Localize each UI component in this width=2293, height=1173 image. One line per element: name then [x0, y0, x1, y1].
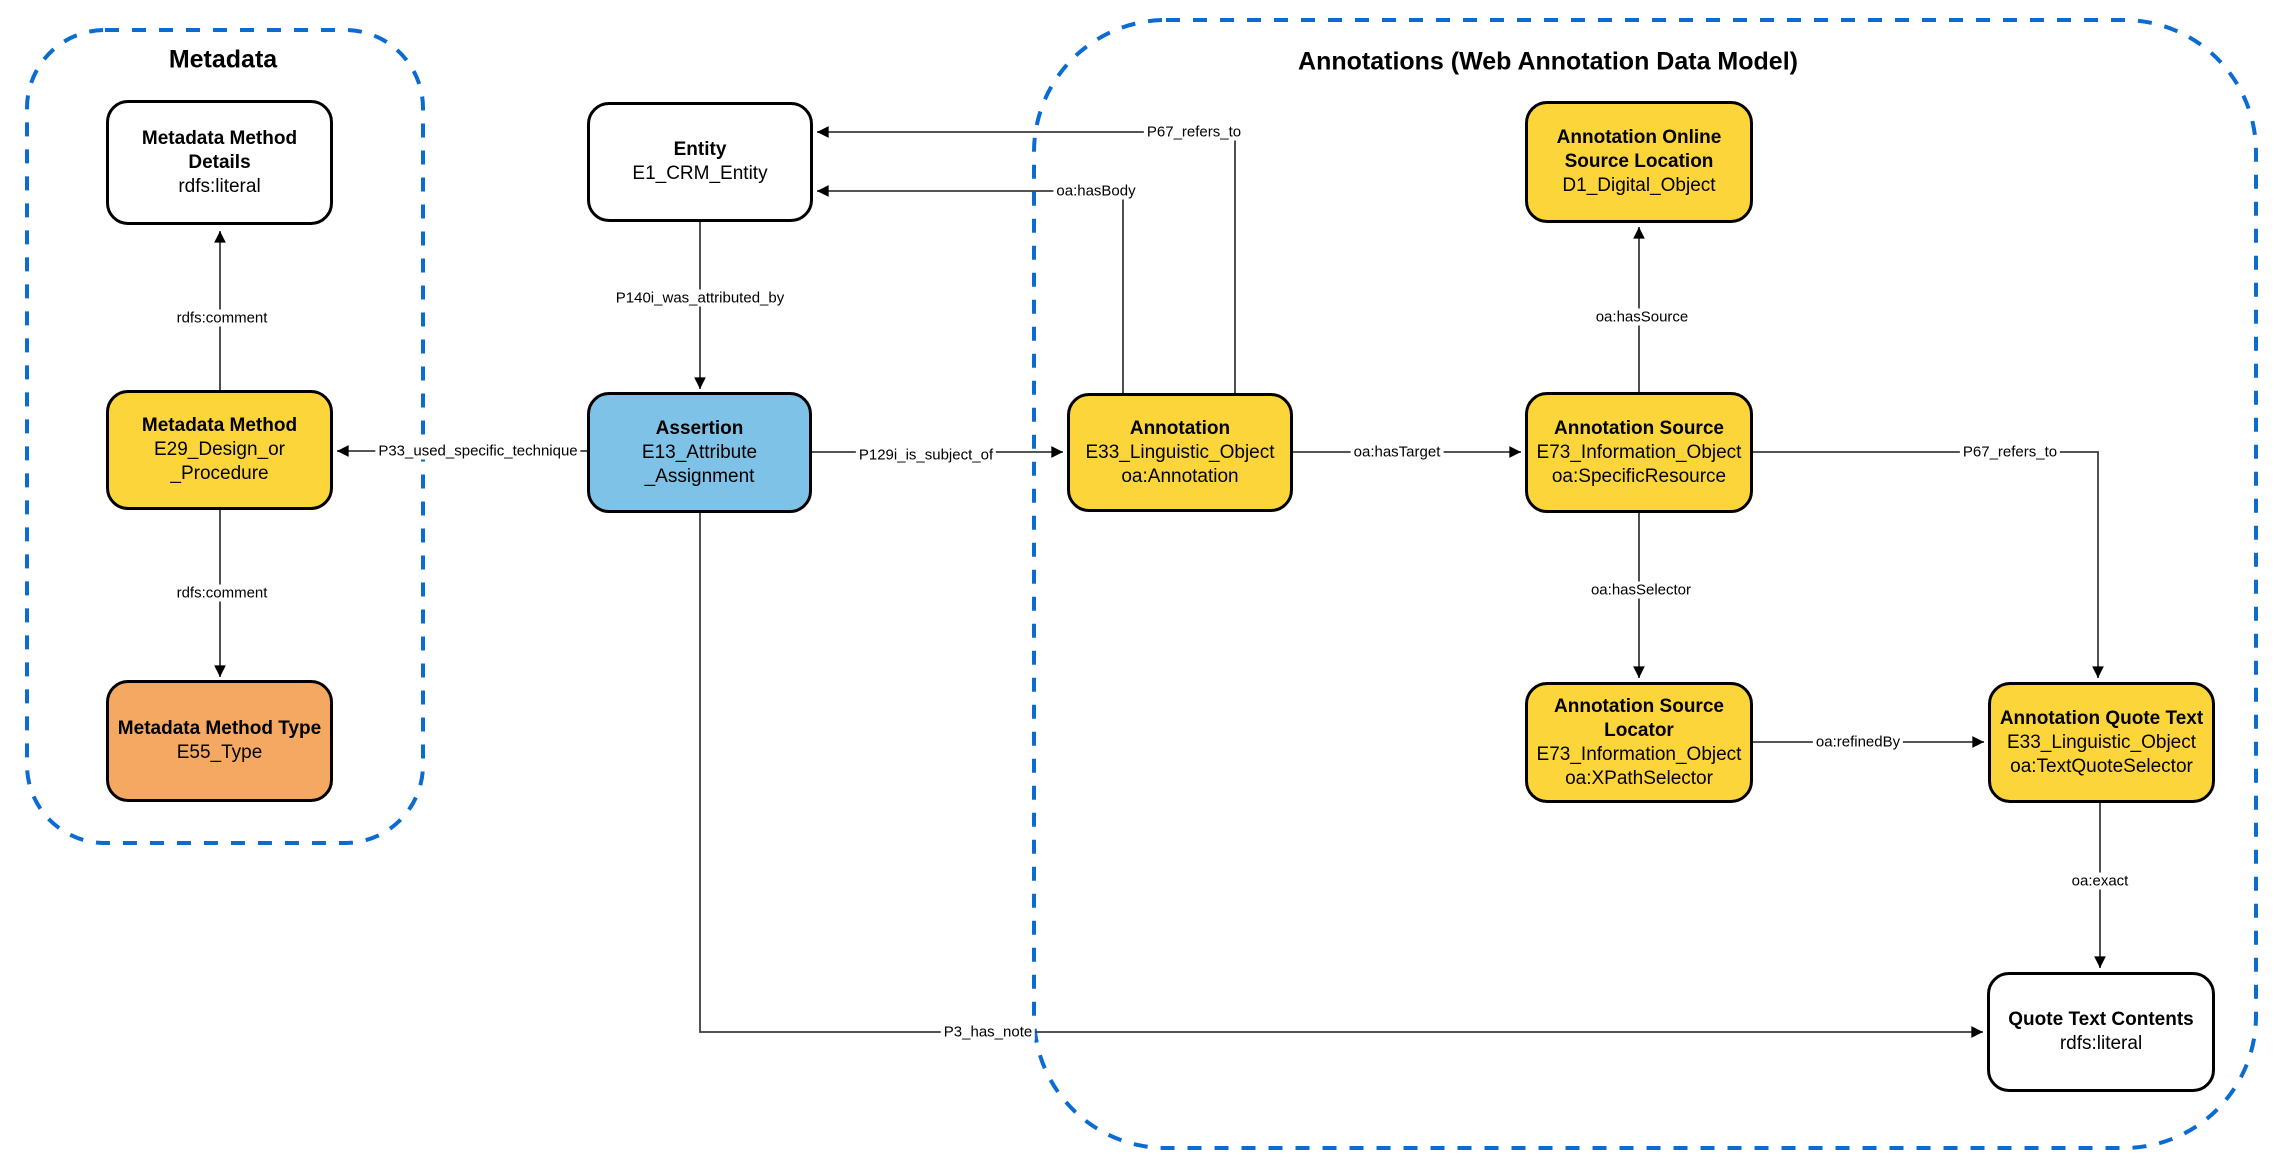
node-title: Entity	[673, 139, 727, 160]
group-title-metadata: Metadata	[168, 45, 278, 74]
node-annotation: Annotation E33_Linguistic_Object oa:Anno…	[1067, 393, 1293, 512]
edge-p3-has-note	[699, 513, 1983, 1038]
edge-label-p67-refers-to-entity: P67_refers_to	[1143, 123, 1245, 141]
node-line: oa:Annotation	[1121, 465, 1239, 487]
node-metadata-method-details: Metadata Method Details rdfs:literal	[106, 100, 333, 225]
edge-label-oa-has-source: oa:hasSource	[1592, 308, 1692, 326]
node-assertion: Assertion E13_Attribute _Assignment	[587, 392, 812, 513]
edge-label-oa-refined-by: oa:refinedBy	[1812, 733, 1904, 751]
node-metadata-method: Metadata Method E29_Design_or _Procedure	[106, 390, 333, 510]
edge-label-oa-has-target: oa:hasTarget	[1350, 443, 1444, 461]
edge-label-p140i-was-attributed-by: P140i_was_attributed_by	[612, 289, 788, 307]
node-line: oa:TextQuoteSelector	[2010, 755, 2193, 777]
node-line: E73_Information_Object	[1536, 441, 1742, 463]
node-line: E33_Linguistic_Object	[1085, 441, 1275, 463]
node-line: E29_Design_or	[154, 439, 285, 460]
node-line: E73_Information_Object	[1536, 743, 1742, 765]
node-title: Metadata Method	[141, 415, 298, 436]
node-line: rdfs:literal	[2059, 1033, 2143, 1054]
node-title: Metadata Method Type	[117, 718, 322, 739]
group-annotations-border	[1032, 18, 2258, 1150]
node-line: oa:SpecificResource	[1551, 465, 1727, 487]
node-title: Annotation Source Locator	[1554, 695, 1724, 741]
node-line: E55_Type	[176, 742, 263, 763]
edge-label-p33-used-specific-technique: P33_used_specific_technique	[375, 442, 581, 460]
group-title-annotations: Annotations (Web Annotation Data Model)	[1298, 47, 1798, 76]
node-annotation-source: Annotation Source E73_Information_Object…	[1525, 392, 1753, 513]
node-title: Annotation	[1129, 417, 1231, 439]
node-annotation-online-source-location: Annotation Online Source Location D1_Dig…	[1525, 101, 1753, 223]
node-title: Annotation Quote Text	[1999, 707, 2204, 729]
edge-label-p67-refers-to-quote: P67_refers_to	[1959, 443, 2061, 461]
node-title: Annotation Online Source Location	[1556, 127, 1722, 172]
node-line: _Procedure	[170, 463, 269, 484]
edge-p67-refers-to-entity	[817, 126, 1236, 393]
edge-label-p3-has-note: P3_has_note	[940, 1023, 1036, 1041]
node-line: E33_Linguistic_Object	[2006, 731, 2197, 753]
edge-label-rdfs-comment-type: rdfs:comment	[173, 584, 271, 602]
node-line: _Assignment	[644, 465, 755, 487]
node-annotation-quote-text: Annotation Quote Text E33_Linguistic_Obj…	[1988, 682, 2215, 803]
edge-label-oa-has-selector: oa:hasSelector	[1587, 581, 1695, 599]
edge-label-oa-has-body: oa:hasBody	[1053, 182, 1139, 200]
edge-oa-has-body	[817, 185, 1124, 393]
node-line: E13_Attribute	[641, 441, 758, 463]
edge-label-oa-exact: oa:exact	[2068, 872, 2132, 890]
group-metadata-border	[25, 28, 425, 845]
node-title: Quote Text Contents	[2008, 1009, 2194, 1030]
edge-label-rdfs-comment-details: rdfs:comment	[173, 309, 271, 327]
node-line: E1_CRM_Entity	[632, 163, 768, 184]
node-metadata-method-type: Metadata Method Type E55_Type	[106, 680, 333, 802]
node-title: Metadata Method Details	[141, 127, 298, 173]
edge-label-p129i-is-subject-of: P129i_is_subject_of	[855, 446, 997, 464]
node-annotation-source-locator: Annotation Source Locator E73_Informatio…	[1525, 682, 1753, 803]
node-line: oa:XPathSelector	[1565, 767, 1713, 789]
node-line: D1_Digital_Object	[1562, 175, 1716, 196]
node-line: rdfs:literal	[178, 175, 261, 197]
edge-p67-refers-to-quote	[1753, 451, 2104, 678]
node-title: Assertion	[655, 417, 744, 439]
node-entity: Entity E1_CRM_Entity	[587, 102, 813, 222]
node-quote-text-contents: Quote Text Contents rdfs:literal	[1987, 972, 2215, 1092]
node-title: Annotation Source	[1554, 417, 1724, 439]
